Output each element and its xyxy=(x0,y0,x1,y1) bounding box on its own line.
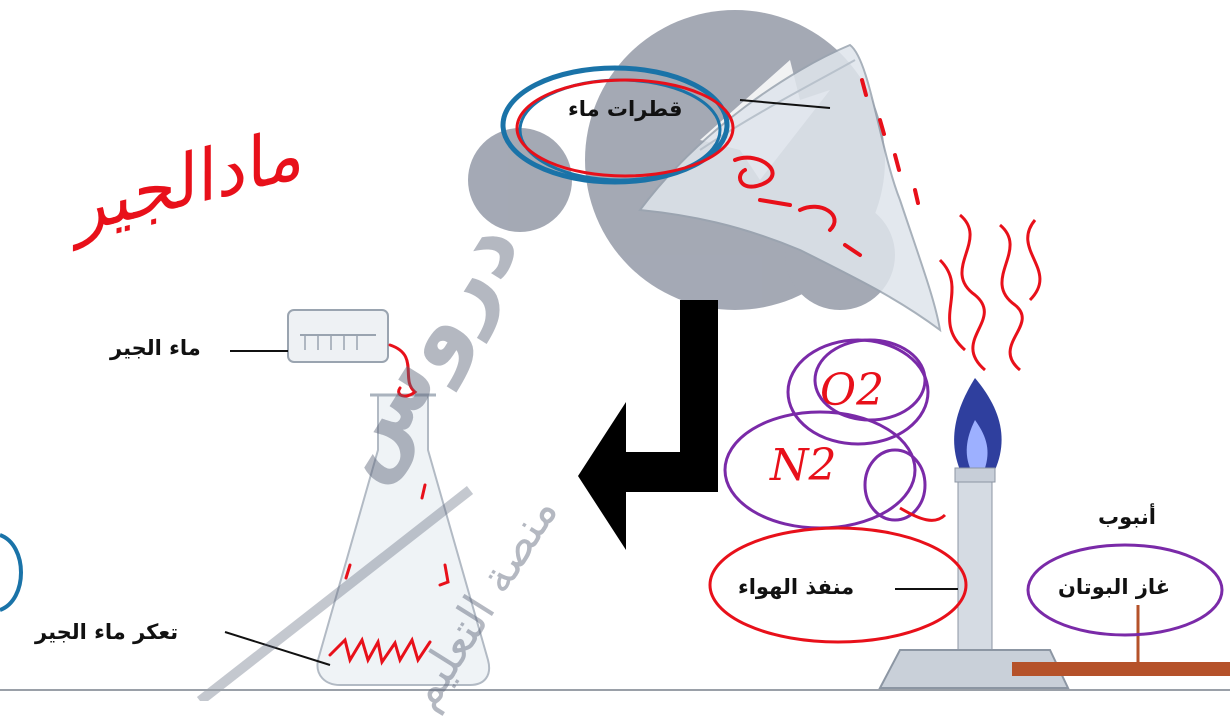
label-water-drops: قطرات ماء xyxy=(568,97,683,121)
label-limewater: ماء الجير xyxy=(110,336,201,360)
turbidity-leader xyxy=(224,631,331,666)
droplet-marks xyxy=(733,78,920,257)
limewater-dish xyxy=(287,309,389,363)
water-drops-leader xyxy=(739,99,831,109)
label-air-inlet: منفذ الهواء xyxy=(738,575,855,599)
air-inlet-circle xyxy=(708,526,968,644)
diagram-drawing xyxy=(0,10,1230,701)
flask-marks xyxy=(328,343,450,666)
water-drops-circles xyxy=(500,65,735,185)
watermark-stroke xyxy=(196,486,474,701)
left-arc-mark xyxy=(0,533,23,612)
label-butane-gas: غاز البوتان xyxy=(1058,575,1171,599)
heat-squiggles xyxy=(938,213,1042,372)
bunsen-burner xyxy=(878,378,1070,689)
inverted-funnel xyxy=(638,43,942,333)
gas-tube xyxy=(1012,662,1230,676)
label-limewater-turbidity: تعكر ماء الجير xyxy=(35,620,179,644)
label-tube: أنبوب xyxy=(1098,505,1156,529)
diagram-canvas: دروس منصة التعليم قطرات ماء ماء الجير تع… xyxy=(0,10,1230,719)
flow-arrow xyxy=(578,300,718,550)
annotation-oxygen: O2 xyxy=(820,365,885,416)
annotation-nitrogen: N2 xyxy=(770,440,837,491)
